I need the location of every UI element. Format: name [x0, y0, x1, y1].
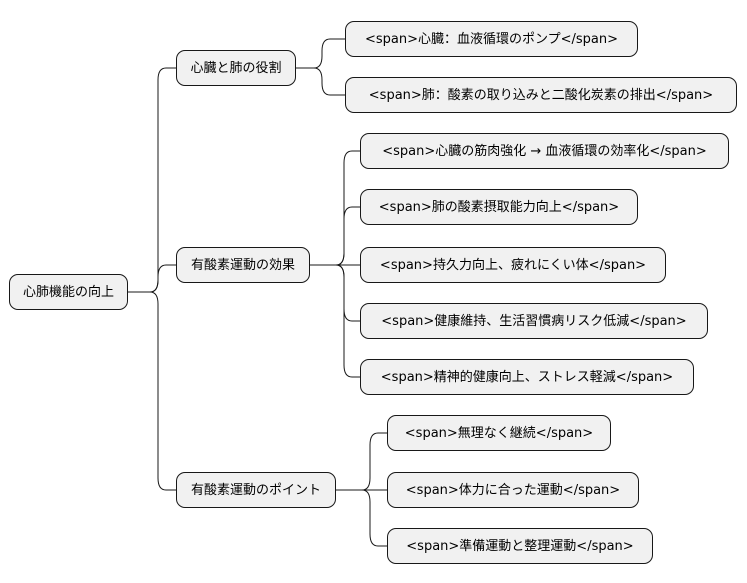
- leaf-node-heart-muscle: <span>心臓の筋肉強化 → 血液循環の効率化</span>: [360, 133, 729, 169]
- branch-node-aerobic-effects: 有酸素運動の効果: [176, 247, 310, 283]
- root-node: 心肺機能の向上: [9, 274, 128, 310]
- leaf-node-lung-gas-exchange: <span>肺：酸素の取り込みと二酸化炭素の排出</span>: [345, 77, 737, 113]
- connector-branch-1-child-3: [310, 264, 360, 322]
- leaf-node-mental-health: <span>精神的健康向上、ストレス軽減</span>: [360, 359, 694, 395]
- connector-branch-2-child-0: [336, 432, 387, 491]
- leaf-node-fitness-appropriate: <span>体力に合った運動</span>: [387, 472, 639, 508]
- branch-node-aerobic-points: 有酸素運動のポイント: [176, 472, 336, 508]
- leaf-node-warmup-cooldown: <span>準備運動と整理運動</span>: [387, 528, 653, 564]
- leaf-node-continue: <span>無理なく継続</span>: [387, 415, 611, 451]
- connector-branch-1-child-1: [310, 206, 360, 266]
- connector-branch-0-child-1: [296, 67, 345, 96]
- connector-branch-2-child-2: [336, 489, 387, 547]
- leaf-node-endurance: <span>持久力向上、疲れにくい体</span>: [360, 247, 666, 283]
- connector-root-branch-0: [128, 67, 176, 293]
- connector-root-branch-2: [128, 291, 176, 491]
- connector-root-branch-1: [128, 264, 176, 293]
- branch-node-heart-lung-role: 心臓と肺の役割: [176, 50, 296, 86]
- connector-branch-0-child-0: [296, 38, 345, 69]
- connector-branch-1-child-0: [310, 150, 360, 266]
- connector-branch-1-child-4: [310, 264, 360, 378]
- leaf-node-heart-pump: <span>心臓：血液循環のポンプ</span>: [345, 21, 638, 57]
- leaf-node-oxygen-intake: <span>肺の酸素摂取能力向上</span>: [360, 189, 638, 225]
- leaf-node-health-maintenance: <span>健康維持、生活習慣病リスク低減</span>: [360, 303, 708, 339]
